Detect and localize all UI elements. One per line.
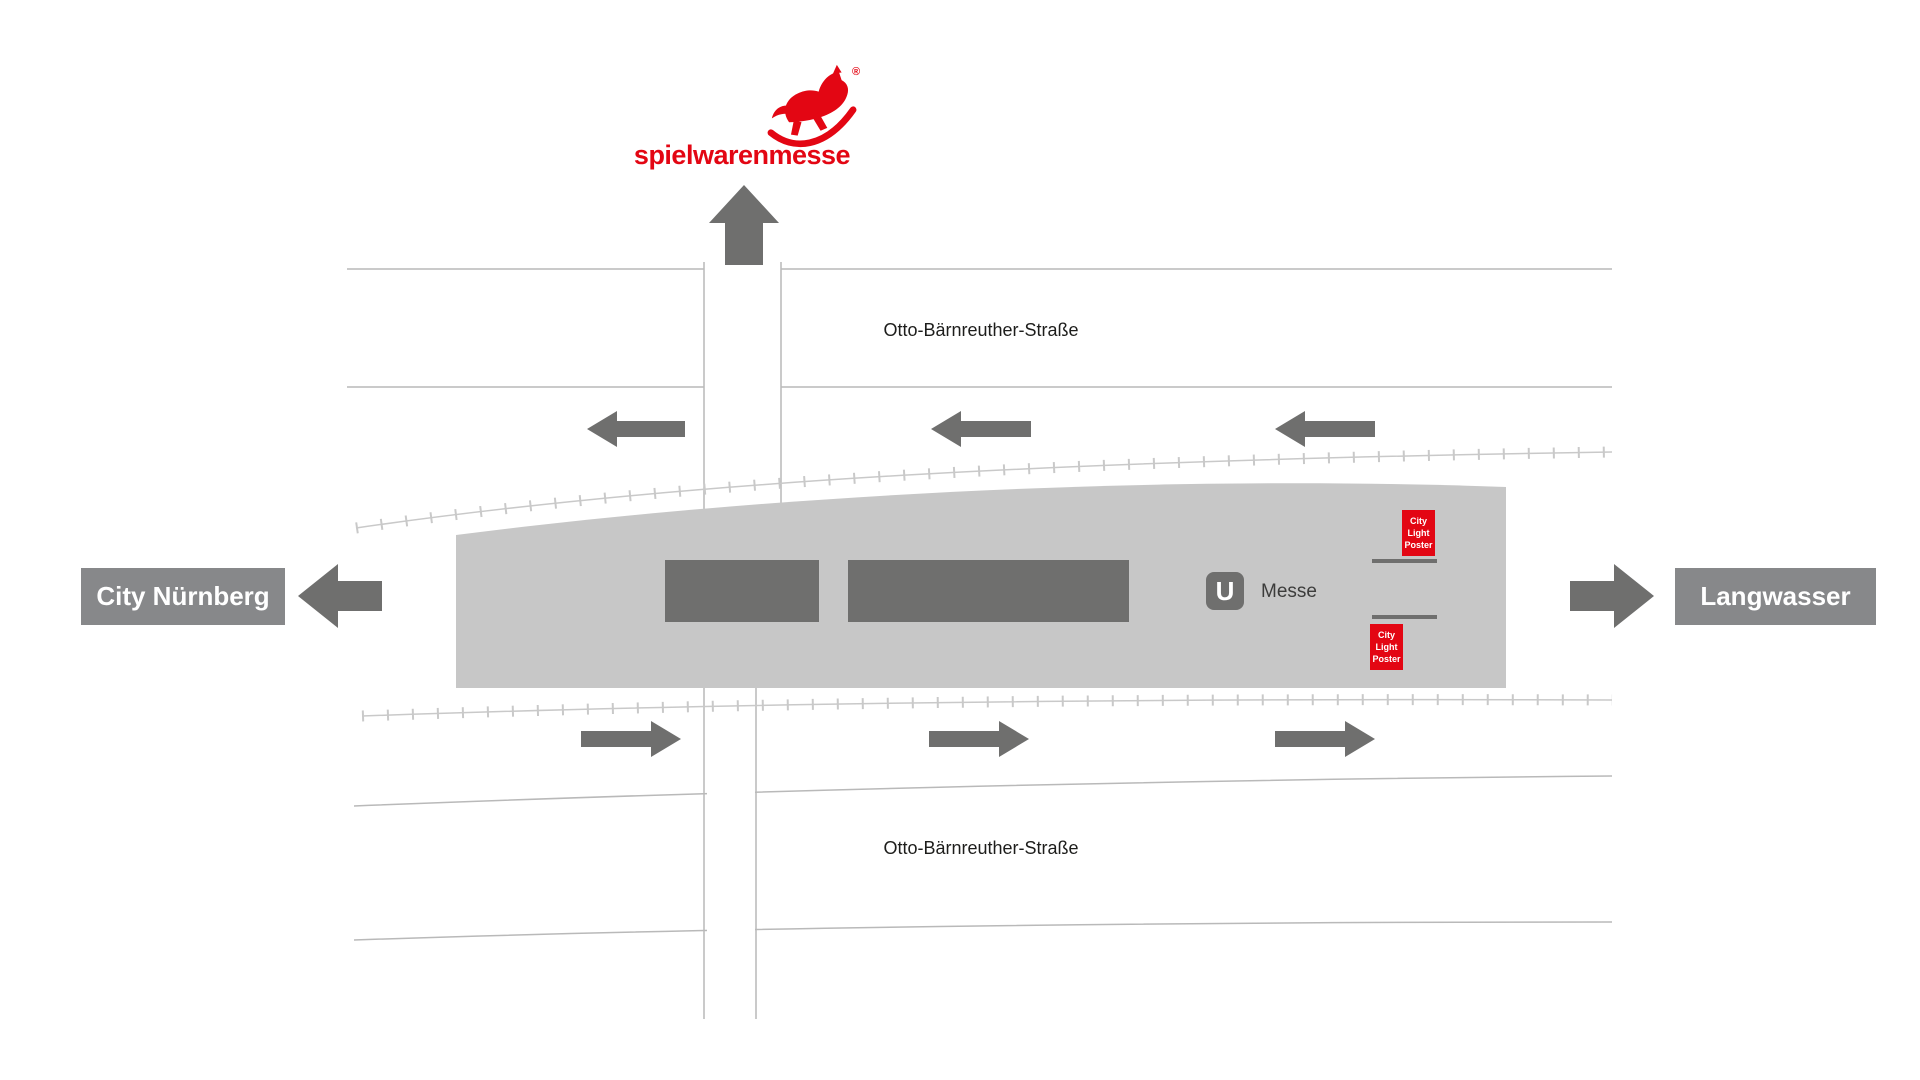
registered-trademark-mark: ®: [852, 66, 861, 78]
traffic-arrow-left-1-icon: [587, 411, 685, 447]
traffic-arrow-left-2-icon: [931, 411, 1031, 447]
road-bottom: [353, 775, 1613, 941]
destination-langwasser: Langwasser: [1675, 568, 1876, 625]
poster-stand-bar-top: [1372, 559, 1437, 563]
rocking-horse-logo-icon: [767, 64, 857, 148]
direction-arrows: [298, 185, 1654, 757]
poster-line: Light: [1375, 642, 1398, 652]
poster-line: City: [1377, 630, 1395, 640]
railway-track-lower: [361, 694, 1613, 722]
ubahn-logo-icon: U: [1206, 572, 1244, 610]
platform-building-small: [665, 560, 819, 622]
rocker-swoosh: [767, 106, 857, 148]
poster-line: City: [1409, 516, 1427, 526]
traffic-arrow-right-1-icon: [581, 721, 681, 757]
arrow-to-langwasser-icon: [1570, 564, 1654, 628]
horse-figure: [771, 64, 849, 136]
poster-line: Light: [1407, 528, 1430, 538]
platform-building-large: [848, 560, 1129, 622]
street-label-bottom: Otto-Bärnreuther-Straße: [883, 838, 1079, 858]
street-label-top: Otto-Bärnreuther-Straße: [883, 320, 1079, 340]
railway-track-upper: [355, 446, 1613, 534]
road-top: [347, 268, 1612, 388]
poster-line: Poster: [1372, 654, 1401, 664]
traffic-arrow-left-3-icon: [1275, 411, 1375, 447]
track-line: [361, 698, 1613, 717]
city-light-poster-top: City Light Poster: [1402, 510, 1435, 556]
city-light-poster-bottom: City Light Poster: [1370, 624, 1403, 670]
arrow-to-city-icon: [298, 564, 382, 628]
road-line: [353, 921, 1613, 941]
poster-line: Poster: [1404, 540, 1433, 550]
track-ticks: [361, 694, 1613, 722]
traffic-arrow-right-2-icon: [929, 721, 1029, 757]
road-junction-gap: [707, 768, 755, 946]
station-name-label: Messe: [1261, 581, 1317, 602]
poster-stand-bar-bottom: [1372, 615, 1437, 619]
traffic-arrow-right-3-icon: [1275, 721, 1375, 757]
destination-city-nuernberg: City Nürnberg: [81, 568, 285, 625]
brand-wordmark: spielwarenmesse: [633, 140, 851, 170]
road-line: [353, 775, 1613, 807]
arrow-up-exit-icon: [709, 185, 779, 265]
track-line: [355, 451, 1613, 529]
